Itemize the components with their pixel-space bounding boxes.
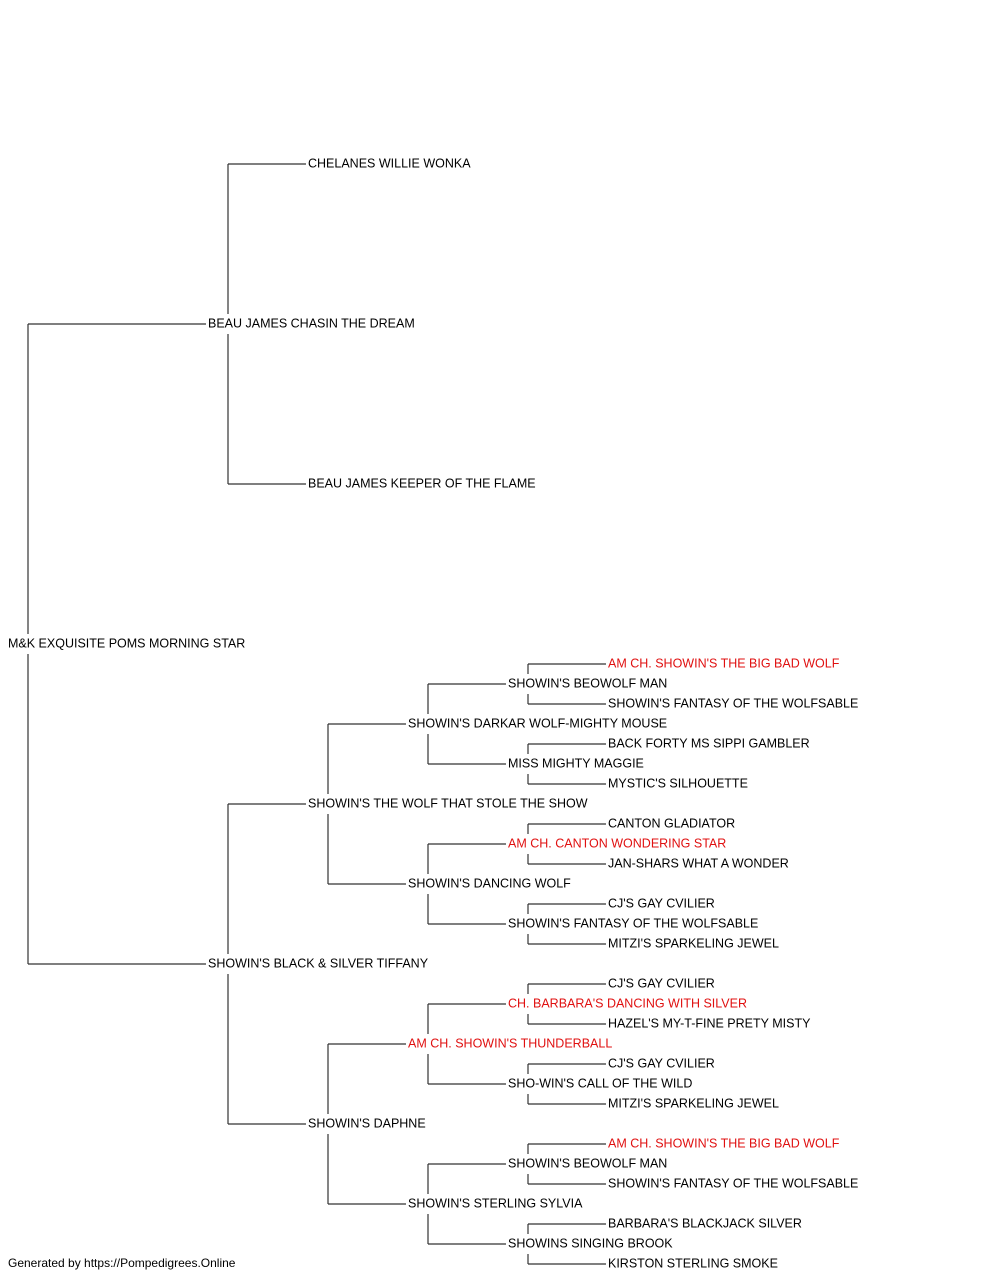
- ancestor-name: CANTON GLADIATOR: [608, 816, 735, 830]
- ancestor-name: AM CH. SHOWIN'S THE BIG BAD WOLF: [608, 656, 840, 670]
- ancestor-name: KIRSTON STERLING SMOKE: [608, 1256, 778, 1270]
- ancestor-name: MITZI'S SPARKELING JEWEL: [608, 936, 779, 950]
- ancestor-name: SHOWIN'S FANTASY OF THE WOLFSABLE: [608, 1176, 858, 1190]
- ancestor-name: MISS MIGHTY MAGGIE: [508, 756, 644, 770]
- ancestor-name: AM CH. SHOWIN'S THUNDERBALL: [408, 1036, 612, 1050]
- ancestor-name: AM CH. SHOWIN'S THE BIG BAD WOLF: [608, 1136, 840, 1150]
- ancestor-name: SHOWIN'S BEOWOLF MAN: [508, 676, 667, 690]
- ancestor-name: BARBARA'S BLACKJACK SILVER: [608, 1216, 802, 1230]
- ancestor-name: SHO-WIN'S CALL OF THE WILD: [508, 1076, 692, 1090]
- ancestor-name: SHOWIN'S DARKAR WOLF-MIGHTY MOUSE: [408, 716, 667, 730]
- ancestor-name: CHELANES WILLIE WONKA: [308, 156, 471, 170]
- footer-credit: Generated by https://Pompedigrees.Online: [8, 1256, 236, 1270]
- ancestor-name: SHOWIN'S BLACK & SILVER TIFFANY: [208, 956, 429, 970]
- ancestor-name: MITZI'S SPARKELING JEWEL: [608, 1096, 779, 1110]
- ancestor-name: CJ'S GAY CVILIER: [608, 976, 715, 990]
- ancestor-name: CJ'S GAY CVILIER: [608, 1056, 715, 1070]
- ancestor-name: MYSTIC'S SILHOUETTE: [608, 776, 748, 790]
- ancestor-name: SHOWIN'S FANTASY OF THE WOLFSABLE: [508, 916, 758, 930]
- ancestor-name: SHOWIN'S THE WOLF THAT STOLE THE SHOW: [308, 796, 588, 810]
- ancestor-name: BEAU JAMES CHASIN THE DREAM: [208, 316, 415, 330]
- ancestor-name: M&K EXQUISITE POMS MORNING STAR: [8, 636, 245, 650]
- ancestor-name: BEAU JAMES KEEPER OF THE FLAME: [308, 476, 536, 490]
- ancestor-name: HAZEL'S MY-T-FINE PRETY MISTY: [608, 1016, 811, 1030]
- ancestor-name: SHOWIN'S FANTASY OF THE WOLFSABLE: [608, 696, 858, 710]
- ancestor-name: SHOWINS SINGING BROOK: [508, 1236, 673, 1250]
- ancestor-name: SHOWIN'S STERLING SYLVIA: [408, 1196, 583, 1210]
- ancestor-name: CH. BARBARA'S DANCING WITH SILVER: [508, 996, 747, 1010]
- ancestor-name: BACK FORTY MS SIPPI GAMBLER: [608, 736, 810, 750]
- ancestor-name: SHOWIN'S DANCING WOLF: [408, 876, 571, 890]
- ancestor-name: JAN-SHARS WHAT A WONDER: [608, 856, 789, 870]
- ancestor-name: CJ'S GAY CVILIER: [608, 896, 715, 910]
- ancestor-name: SHOWIN'S BEOWOLF MAN: [508, 1156, 667, 1170]
- ancestor-name: AM CH. CANTON WONDERING STAR: [508, 836, 726, 850]
- ancestor-name: SHOWIN'S DAPHNE: [308, 1116, 426, 1130]
